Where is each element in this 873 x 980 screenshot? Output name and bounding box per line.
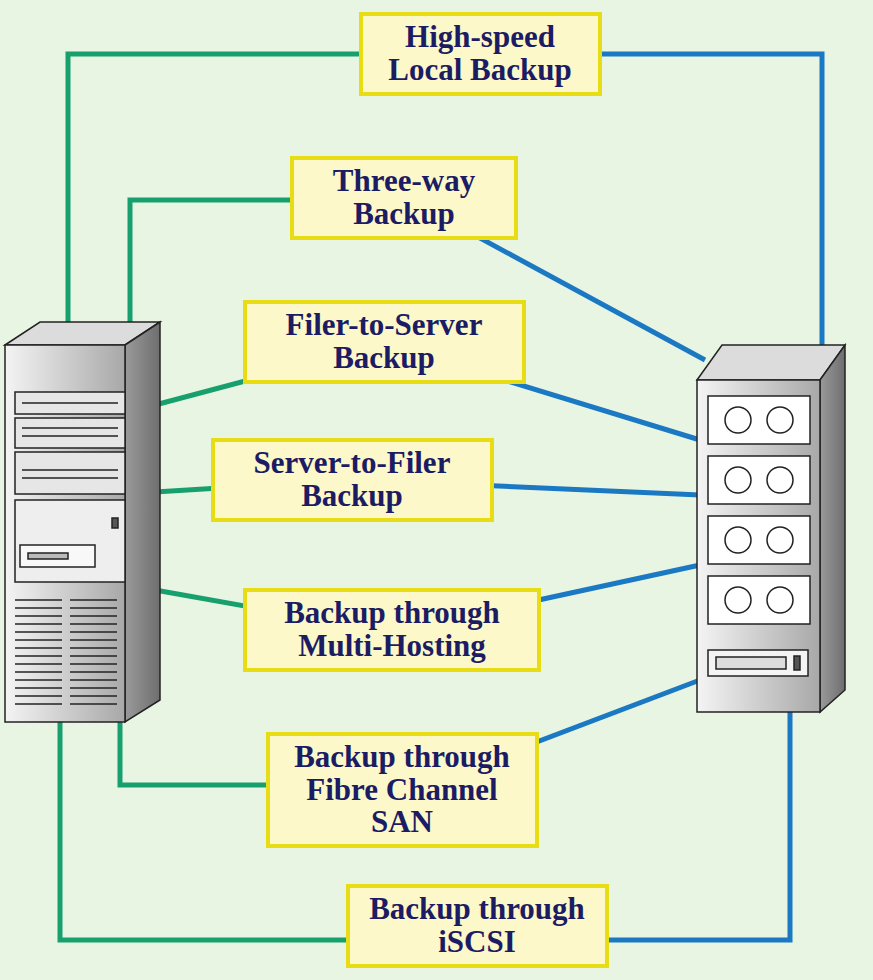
- box-label: Backup through Fibre Channel SAN: [280, 741, 525, 840]
- backup-method-box: Backup through iSCSI: [346, 884, 609, 968]
- backup-method-box: Backup through Fibre Channel SAN: [266, 732, 539, 849]
- box-label: Backup through iSCSI: [360, 893, 595, 959]
- box-label: Backup through Multi-Hosting: [257, 597, 527, 663]
- box-label: High-speed Local Backup: [373, 21, 588, 87]
- backup-method-box: Server-to-Filer Backup: [211, 438, 494, 522]
- server-tower: [5, 322, 160, 722]
- backup-method-box: Three-way Backup: [290, 156, 518, 240]
- tape-library: [697, 345, 845, 712]
- box-label: Three-way Backup: [304, 165, 504, 231]
- backup-method-box: Backup through Multi-Hosting: [243, 588, 541, 672]
- box-label: Server-to-Filer Backup: [225, 447, 480, 513]
- backup-method-box: High-speed Local Backup: [359, 12, 602, 96]
- box-label: Filer-to-Server Backup: [257, 309, 512, 375]
- backup-method-box: Filer-to-Server Backup: [243, 300, 526, 384]
